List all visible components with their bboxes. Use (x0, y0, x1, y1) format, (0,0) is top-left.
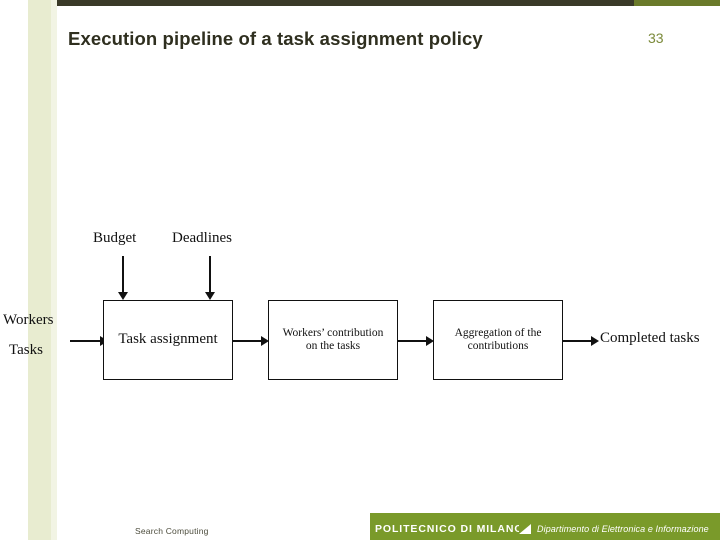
stage-task-assignment[interactable]: Task assignment (103, 300, 233, 380)
input-label-budget: Budget (93, 230, 137, 246)
top-rule (57, 0, 634, 6)
input-label-deadlines: Deadlines (172, 230, 232, 246)
output-label-completed-tasks: Completed tasks (600, 330, 700, 346)
footer-left-text: Search Computing (135, 526, 209, 536)
slide-number: 33 (648, 30, 664, 46)
stage-aggregation[interactable]: Aggregation of the contributions (433, 300, 563, 380)
top-rule-accent (634, 0, 720, 6)
input-label-tasks: Tasks (9, 342, 43, 358)
header-background (57, 6, 720, 72)
polimi-logo-icon (519, 524, 531, 534)
left-decor-band (28, 0, 51, 540)
footer-department: Dipartimento di Elettronica e Informazio… (537, 524, 709, 534)
left-decor-band-light (51, 0, 57, 540)
footer-left-panel (57, 513, 370, 540)
left-margin (0, 0, 28, 540)
input-label-workers: Workers (3, 312, 54, 328)
pipeline-diagram: Budget Deadlines Workers Tasks Task assi… (0, 190, 720, 410)
stage-workers-contribution[interactable]: Workers’ contribution on the tasks (268, 300, 398, 380)
page-title: Execution pipeline of a task assignment … (68, 28, 483, 49)
footer-university: POLITECNICO DI MILANO (375, 523, 524, 535)
